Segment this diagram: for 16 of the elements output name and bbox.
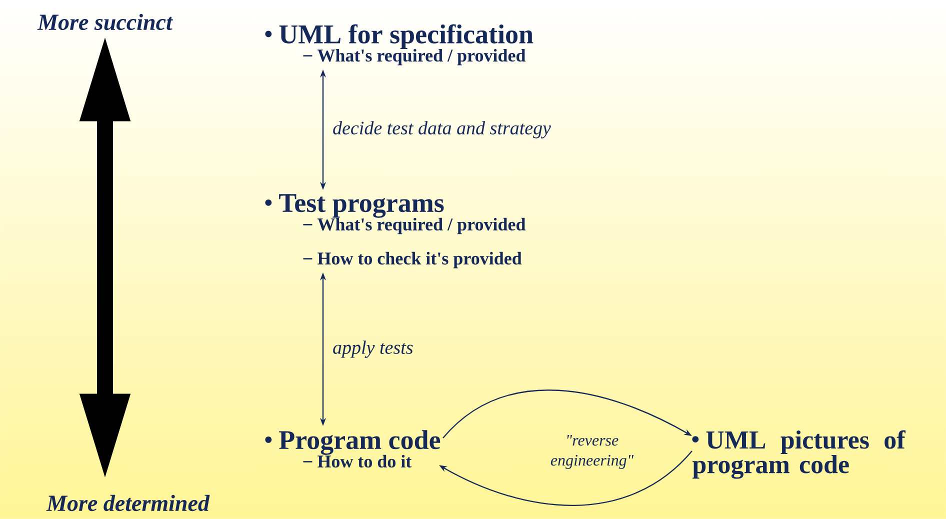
node-label: Program code xyxy=(279,430,440,455)
bullet-item: Test programs What's required / provided How to check it's provided xyxy=(265,194,526,268)
node-label: How to do it xyxy=(318,454,412,468)
node-label: UML for specification xyxy=(279,24,534,49)
bullet-item: UML pictures of program code xyxy=(692,430,906,479)
bullet-item: UML for specification What's required / provided xyxy=(265,24,534,66)
node-label: What's required / provided xyxy=(317,48,526,66)
edge-label: apply tests xyxy=(333,340,413,358)
axis-label: More determined xyxy=(46,494,210,512)
axis-label: More succinct xyxy=(37,14,173,30)
node-label: What's required / provided xyxy=(317,218,526,234)
edge-label: decide test data and strategy xyxy=(333,121,552,138)
node-label: How to check it's provided xyxy=(318,252,522,268)
bullet-item: Program code How to do it xyxy=(265,430,440,468)
annotation: "reverse engineering" xyxy=(550,435,634,469)
node-label: Test programs xyxy=(279,194,444,218)
